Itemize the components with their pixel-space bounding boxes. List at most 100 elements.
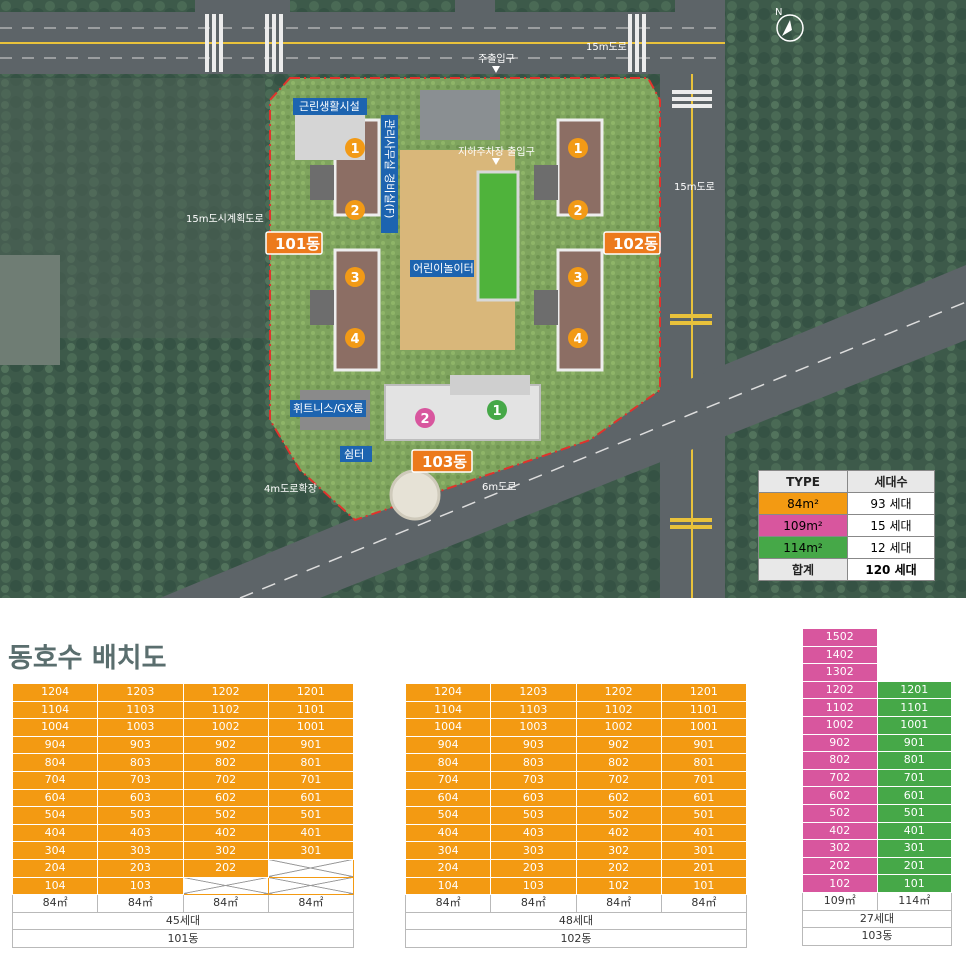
empty-unit-cell [267,858,355,878]
legend-count: 15 세대 [847,514,935,537]
compass-icon: N [775,7,804,42]
entrance-label: 주출입구 [478,52,515,65]
road-label-bottom: 6m도로 [482,482,517,493]
unit-cell: 1201 [660,683,748,702]
unit-cell: 1502 [802,628,878,647]
unit-type-cell: 84㎡ [97,894,184,913]
unit-cell: 1101 [267,700,355,720]
unit-cell: 102 [575,876,662,896]
unit-cell: 101 [660,876,748,896]
unit-cell: 604 [11,788,99,808]
unit-type-cell: 84㎡ [182,894,269,913]
unit-cell: 402 [802,821,878,841]
household-total: 45세대 [12,911,354,931]
empty-unit-cell [267,876,355,896]
management-label: 관리사무실 경비실(F) [383,119,396,218]
unit-cell: 204 [11,858,99,878]
unit-cell: 103 [490,876,577,896]
unit-cell: 902 [802,733,878,753]
unit-cell: 801 [267,753,355,772]
unit-cell: 302 [802,839,878,858]
unit-cell: 602 [802,786,878,805]
building-name: 101동 [12,929,354,948]
unit-cell: 902 [575,735,662,755]
legend-count: 120 세대 [847,558,935,581]
unit-cell: 302 [182,841,269,860]
unit-type-cell: 84㎡ [404,894,492,913]
unit-cell: 702 [575,770,662,790]
unit-cell: 903 [490,735,577,755]
line-102-3: 3 [573,271,582,286]
unit-cell: 503 [97,806,184,825]
unit-cell: 204 [404,858,492,878]
line-101-1: 1 [350,142,359,157]
unit-cell: 602 [575,788,662,808]
unit-cell: 903 [97,735,184,755]
unit-cell: 503 [490,806,577,825]
unit-cell: 401 [876,821,952,841]
unit-cell: 1101 [876,698,952,717]
unit-cell: 1204 [11,683,99,702]
unit-type-cell: 84㎡ [267,894,355,913]
building-name: 103동 [802,927,952,946]
unit-cell: 1402 [802,645,878,665]
unit-cell: 701 [267,770,355,790]
unit-cell: 804 [404,753,492,772]
unit-cell: 601 [267,788,355,808]
unit-cell: 301 [876,839,952,858]
unit-cell: 1003 [97,718,184,737]
legend-type: 합계 [758,558,848,581]
unit-cell: 401 [660,823,748,843]
unit-cell: 401 [267,823,355,843]
unit-cell: 203 [490,858,577,878]
unit-cell: 1103 [490,700,577,720]
section-title: 동호수 배치도 [8,643,167,674]
unit-cell: 201 [876,856,952,876]
unit-cell: 804 [11,753,99,772]
unit-cell: 301 [267,841,355,860]
line-101-3: 3 [350,271,359,286]
unit-cell: 1201 [267,683,355,702]
unit-cell: 304 [404,841,492,860]
unit-cell: 501 [876,803,952,823]
unit-cell: 701 [660,770,748,790]
unit-cell: 202 [575,858,662,878]
unit-cell: 504 [11,806,99,825]
commercial-label: 근린생활시설 [299,99,360,113]
unit-cell: 501 [660,806,748,825]
unit-cell: 803 [97,753,184,772]
unit-cell: 904 [11,735,99,755]
parking-entrance-label: 지하주차장 출입구 [458,145,535,158]
building-102 [534,118,604,372]
unit-cell: 802 [575,753,662,772]
unit-cell: 1102 [575,700,662,720]
unit-cell: 1102 [182,700,269,720]
unit-cell: 1004 [404,718,492,737]
unit-cell: 304 [11,841,99,860]
unit-cell: 103 [97,876,184,896]
unit-cell: 601 [660,788,748,808]
unit-cell: 801 [876,751,952,770]
building-101-tag: 101동 [275,235,320,253]
